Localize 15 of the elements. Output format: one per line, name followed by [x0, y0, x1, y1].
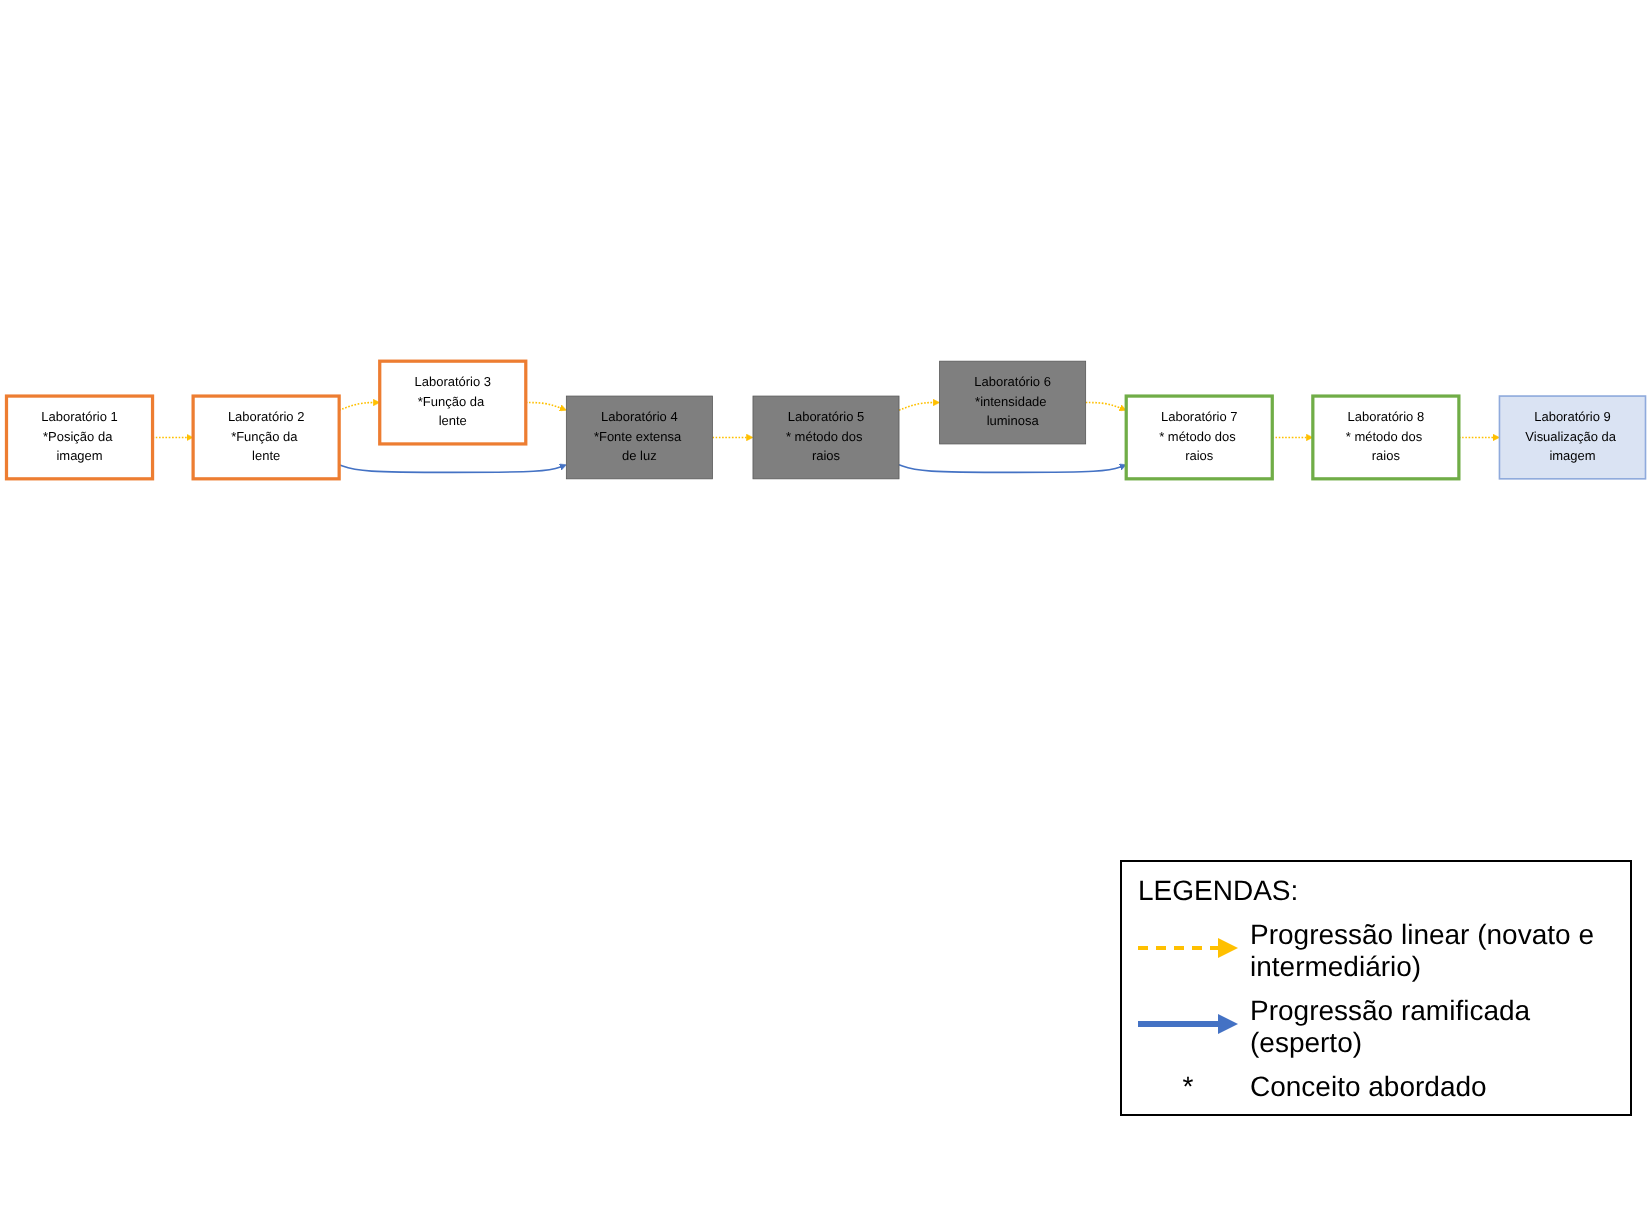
arrow — [151, 433, 194, 441]
legend-text: Progressão linear (novato e intermediário) — [1250, 918, 1596, 982]
arrow — [338, 463, 567, 474]
legend-text: Progressão ramificada (esperto) — [1250, 994, 1533, 1058]
legend-title: LEGENDAS: — [1138, 874, 1301, 906]
arrow — [1271, 433, 1314, 441]
arrow — [1084, 401, 1127, 412]
asterisk-symbol: * — [1182, 1070, 1194, 1102]
arrow — [524, 401, 567, 412]
arrow — [898, 463, 1127, 474]
arrow — [338, 399, 381, 411]
arrow — [898, 399, 940, 411]
arrow — [1458, 433, 1500, 441]
legend-text: Conceito abordado — [1250, 1070, 1487, 1102]
arrow — [711, 433, 754, 441]
